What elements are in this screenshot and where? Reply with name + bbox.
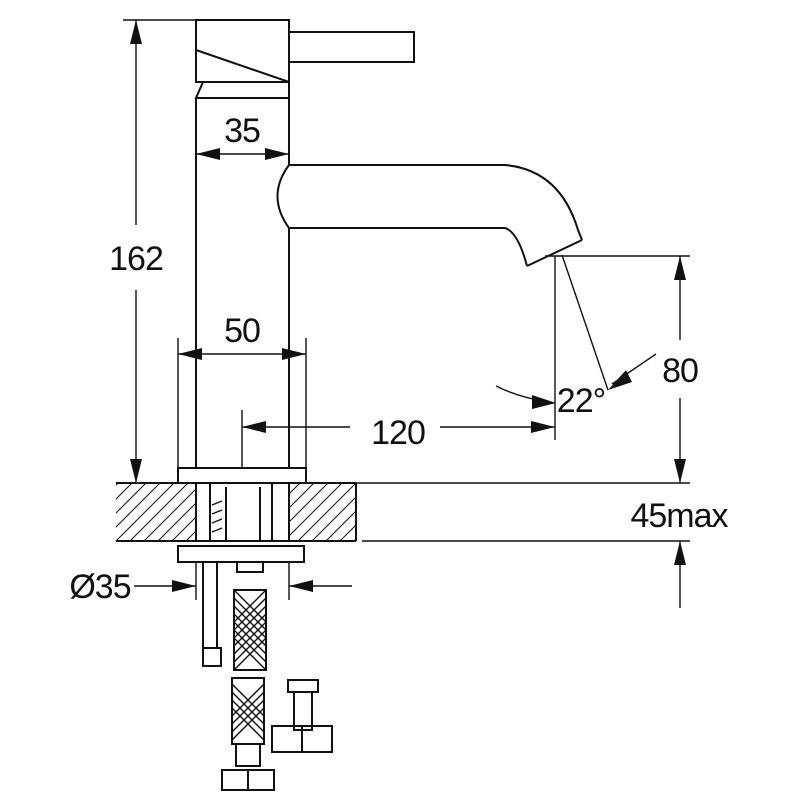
dimension-label-body-width: 50 <box>224 312 260 350</box>
dimension-handle-diameter: 35 <box>196 112 289 160</box>
dimension-label-handle-diameter: 35 <box>224 112 260 150</box>
dimension-spout-clearance: 80 <box>545 255 699 483</box>
dimension-spout-angle: 22° <box>495 254 657 420</box>
dimension-label-spout-clearance: 80 <box>662 352 698 390</box>
faucet-spout <box>276 164 583 267</box>
dimension-label-total-height: 162 <box>109 240 163 278</box>
dimension-spout-reach: 120 <box>241 256 556 468</box>
dimension-deck-thickness: 45max <box>356 482 730 608</box>
dimension-body-width: 50 <box>177 312 307 468</box>
dimension-label-hole-diameter: Ø35 <box>69 568 130 606</box>
dimension-label-spout-reach: 120 <box>371 414 425 452</box>
dimension-label-spout-angle: 22° <box>557 382 605 420</box>
dimension-total-height: 162 <box>109 19 196 483</box>
dimension-hole-diameter: Ø35 <box>69 562 352 606</box>
mounting-assembly <box>177 483 333 791</box>
deck-section <box>116 482 357 542</box>
dimension-label-deck-thickness: 45max <box>630 497 728 535</box>
faucet-handle <box>194 19 415 99</box>
